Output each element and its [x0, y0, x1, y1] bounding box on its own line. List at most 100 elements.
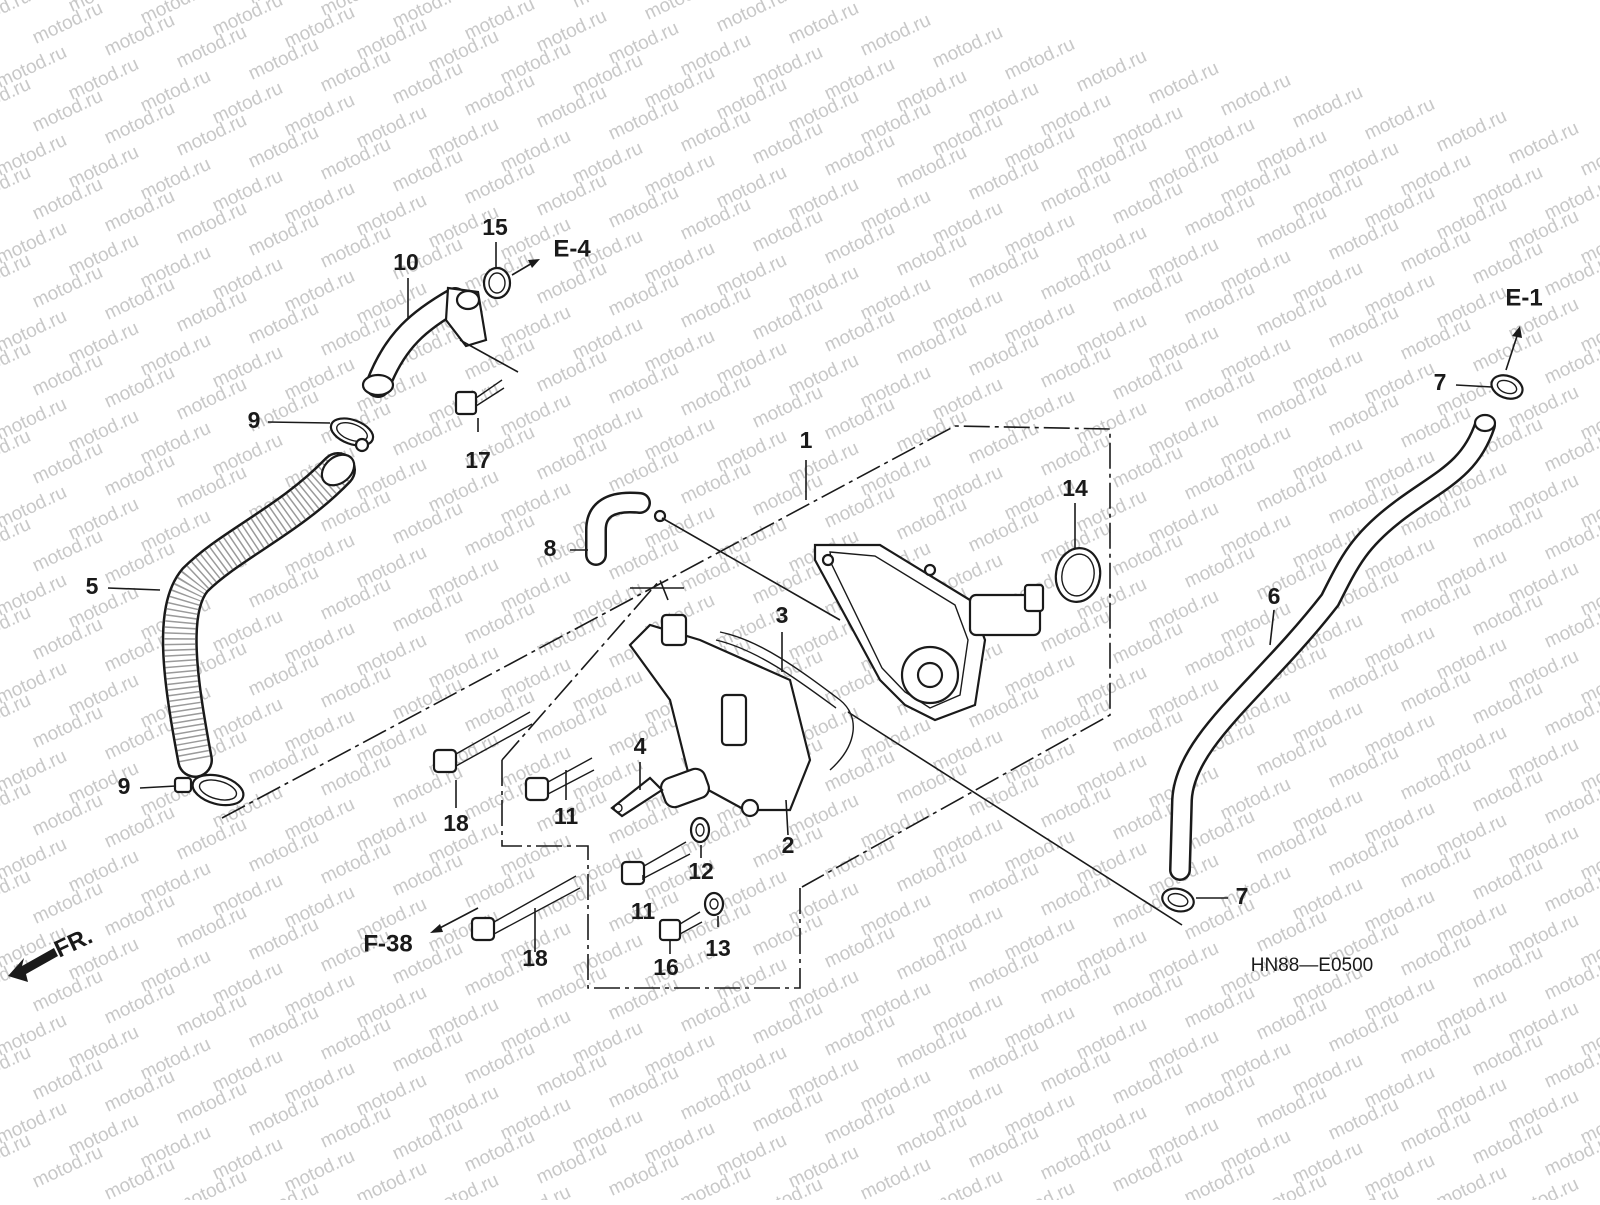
watermark-text: motod.ru: [1181, 454, 1258, 505]
hose-part-5: [161, 452, 356, 778]
watermark-text: motod.ru: [1253, 818, 1330, 869]
hose-clamp-9-upper: [329, 417, 375, 453]
watermark-text: motod.ru: [101, 538, 178, 589]
bracket-part-4: [610, 776, 664, 818]
watermark-text: motod.ru: [1325, 830, 1402, 881]
watermark-text: motod.ru: [1505, 1174, 1582, 1200]
watermark-text: motod.ru: [317, 46, 394, 97]
hose-clamp-9-lower: [173, 773, 245, 807]
watermark-text: motod.ru: [1181, 630, 1258, 681]
watermark-text: motod.ru: [1433, 106, 1510, 157]
watermark-text: motod.ru: [893, 494, 970, 545]
callout-18-upper: 18: [443, 810, 469, 836]
watermark-text: motod.ru: [245, 650, 322, 701]
hose-clamp-7-upper: [1490, 374, 1524, 400]
callout-3: 3: [776, 602, 789, 628]
watermark-text: motod.ru: [677, 458, 754, 509]
water-pipe-part-10: [361, 286, 488, 398]
watermark-text: motod.ru: [29, 614, 106, 665]
watermark-text: motod.ru: [497, 1182, 574, 1200]
watermark-text: motod.ru: [1109, 1146, 1186, 1197]
watermark-text: motod.ru: [1541, 602, 1600, 653]
watermark-text: motod.ru: [605, 182, 682, 233]
watermark-text: motod.ru: [1109, 266, 1186, 317]
watermark-text: motod.ru: [1109, 530, 1186, 581]
watermark-text: motod.ru: [1037, 870, 1114, 921]
callout-15: 15: [482, 214, 508, 240]
bolt-part-17: [454, 379, 505, 416]
watermark-text: motod.ru: [821, 922, 898, 973]
reference-f38: F-38: [363, 930, 412, 957]
watermark-text: motod.ru: [677, 282, 754, 333]
watermark-text: motod.ru: [317, 1014, 394, 1065]
watermark-text: motod.ru: [1325, 214, 1402, 265]
reference-e1: E-1: [1505, 284, 1542, 311]
callout-11-lower: 11: [631, 898, 656, 924]
watermark-text: motod.ru: [461, 510, 538, 561]
callout-17: 17: [465, 447, 491, 473]
watermark-text: motod.ru: [317, 662, 394, 713]
washer-part-13: [703, 891, 725, 917]
watermark-text: motod.ru: [821, 482, 898, 533]
watermark-text: motod.ru: [29, 790, 106, 841]
watermark-text: motod.ru: [605, 974, 682, 1025]
watermark-text: motod.ru: [101, 714, 178, 765]
watermark-text: motod.ru: [677, 194, 754, 245]
watermark-text: motod.ru: [29, 1054, 106, 1105]
watermark-text: motod.ru: [29, 174, 106, 225]
watermark-text: motod.ru: [641, 0, 718, 25]
watermark-text: motod.ru: [1181, 982, 1258, 1033]
watermark-text: motod.ru: [1037, 1046, 1114, 1097]
watermark-text: motod.ru: [461, 158, 538, 209]
watermark-text: motod.ru: [1037, 430, 1114, 481]
callout-11-upper: 11: [554, 803, 579, 829]
watermark-text: motod.ru: [1325, 742, 1402, 793]
watermark-text: motod.ru: [245, 298, 322, 349]
watermark-text: motod.ru: [605, 446, 682, 497]
watermark-text: motod.ru: [821, 834, 898, 885]
watermark-text: motod.ru: [101, 890, 178, 941]
callout-1: 1: [800, 427, 813, 453]
watermark-text: motod.ru: [965, 506, 1042, 557]
watermark-text: motod.ru: [1253, 202, 1330, 253]
watermark-text: motod.ru: [389, 850, 466, 901]
watermark-text: motod.ru: [1253, 466, 1330, 517]
watermark-text: motod.ru: [749, 558, 826, 609]
watermark-text: motod.ru: [1397, 1106, 1474, 1157]
watermark-text: motod.ru: [1109, 970, 1186, 1021]
watermark-text: motod.ru: [1253, 378, 1330, 429]
watermark-text: motod.ru: [389, 674, 466, 725]
callout-2: 2: [782, 832, 795, 858]
watermark-text: motod.ru: [1181, 806, 1258, 857]
watermark-text: motod.ru: [1181, 190, 1258, 241]
front-arrow-icon: [8, 948, 58, 982]
watermark-text: motod.ru: [1469, 678, 1546, 729]
watermark-text: motod.ru: [317, 750, 394, 801]
watermark-text: motod.ru: [1325, 654, 1402, 705]
watermark-text: motod.ru: [1397, 402, 1474, 453]
watermark-text: motod.ru: [533, 610, 610, 661]
watermark-text: motod.ru: [965, 154, 1042, 205]
watermark-text: motod.ru: [857, 10, 934, 61]
watermark-text: motod.ru: [29, 1142, 106, 1193]
watermark-text: motod.ru: [1253, 906, 1330, 957]
watermark-text: motod.ru: [1253, 994, 1330, 1045]
watermark-text: motod.ru: [605, 534, 682, 585]
watermark-text: motod.ru: [461, 1126, 538, 1177]
watermark-text: motod.ru: [1109, 442, 1186, 493]
watermark-text: motod.ru: [1217, 70, 1294, 121]
watermark-text: motod.ru: [101, 802, 178, 853]
callout-labels: 1 2 3 4 5 6 7 7 8 9 9 10 11 11 12 13 14 …: [50, 214, 1542, 980]
bolt-part-18-lower: [470, 875, 581, 942]
watermark-text: motod.ru: [1325, 390, 1402, 441]
callout-18-lower: 18: [522, 945, 548, 971]
watermark-text: motod.ru: [1253, 1082, 1330, 1133]
watermark-text: motod.ru: [677, 370, 754, 421]
watermark-text: motod.ru: [1541, 1130, 1600, 1181]
watermark-text: motod.ru: [101, 98, 178, 149]
watermark-text: motod.ru: [605, 270, 682, 321]
watermark-text: motod.ru: [1541, 426, 1600, 477]
watermark-text: motod.ru: [749, 118, 826, 169]
